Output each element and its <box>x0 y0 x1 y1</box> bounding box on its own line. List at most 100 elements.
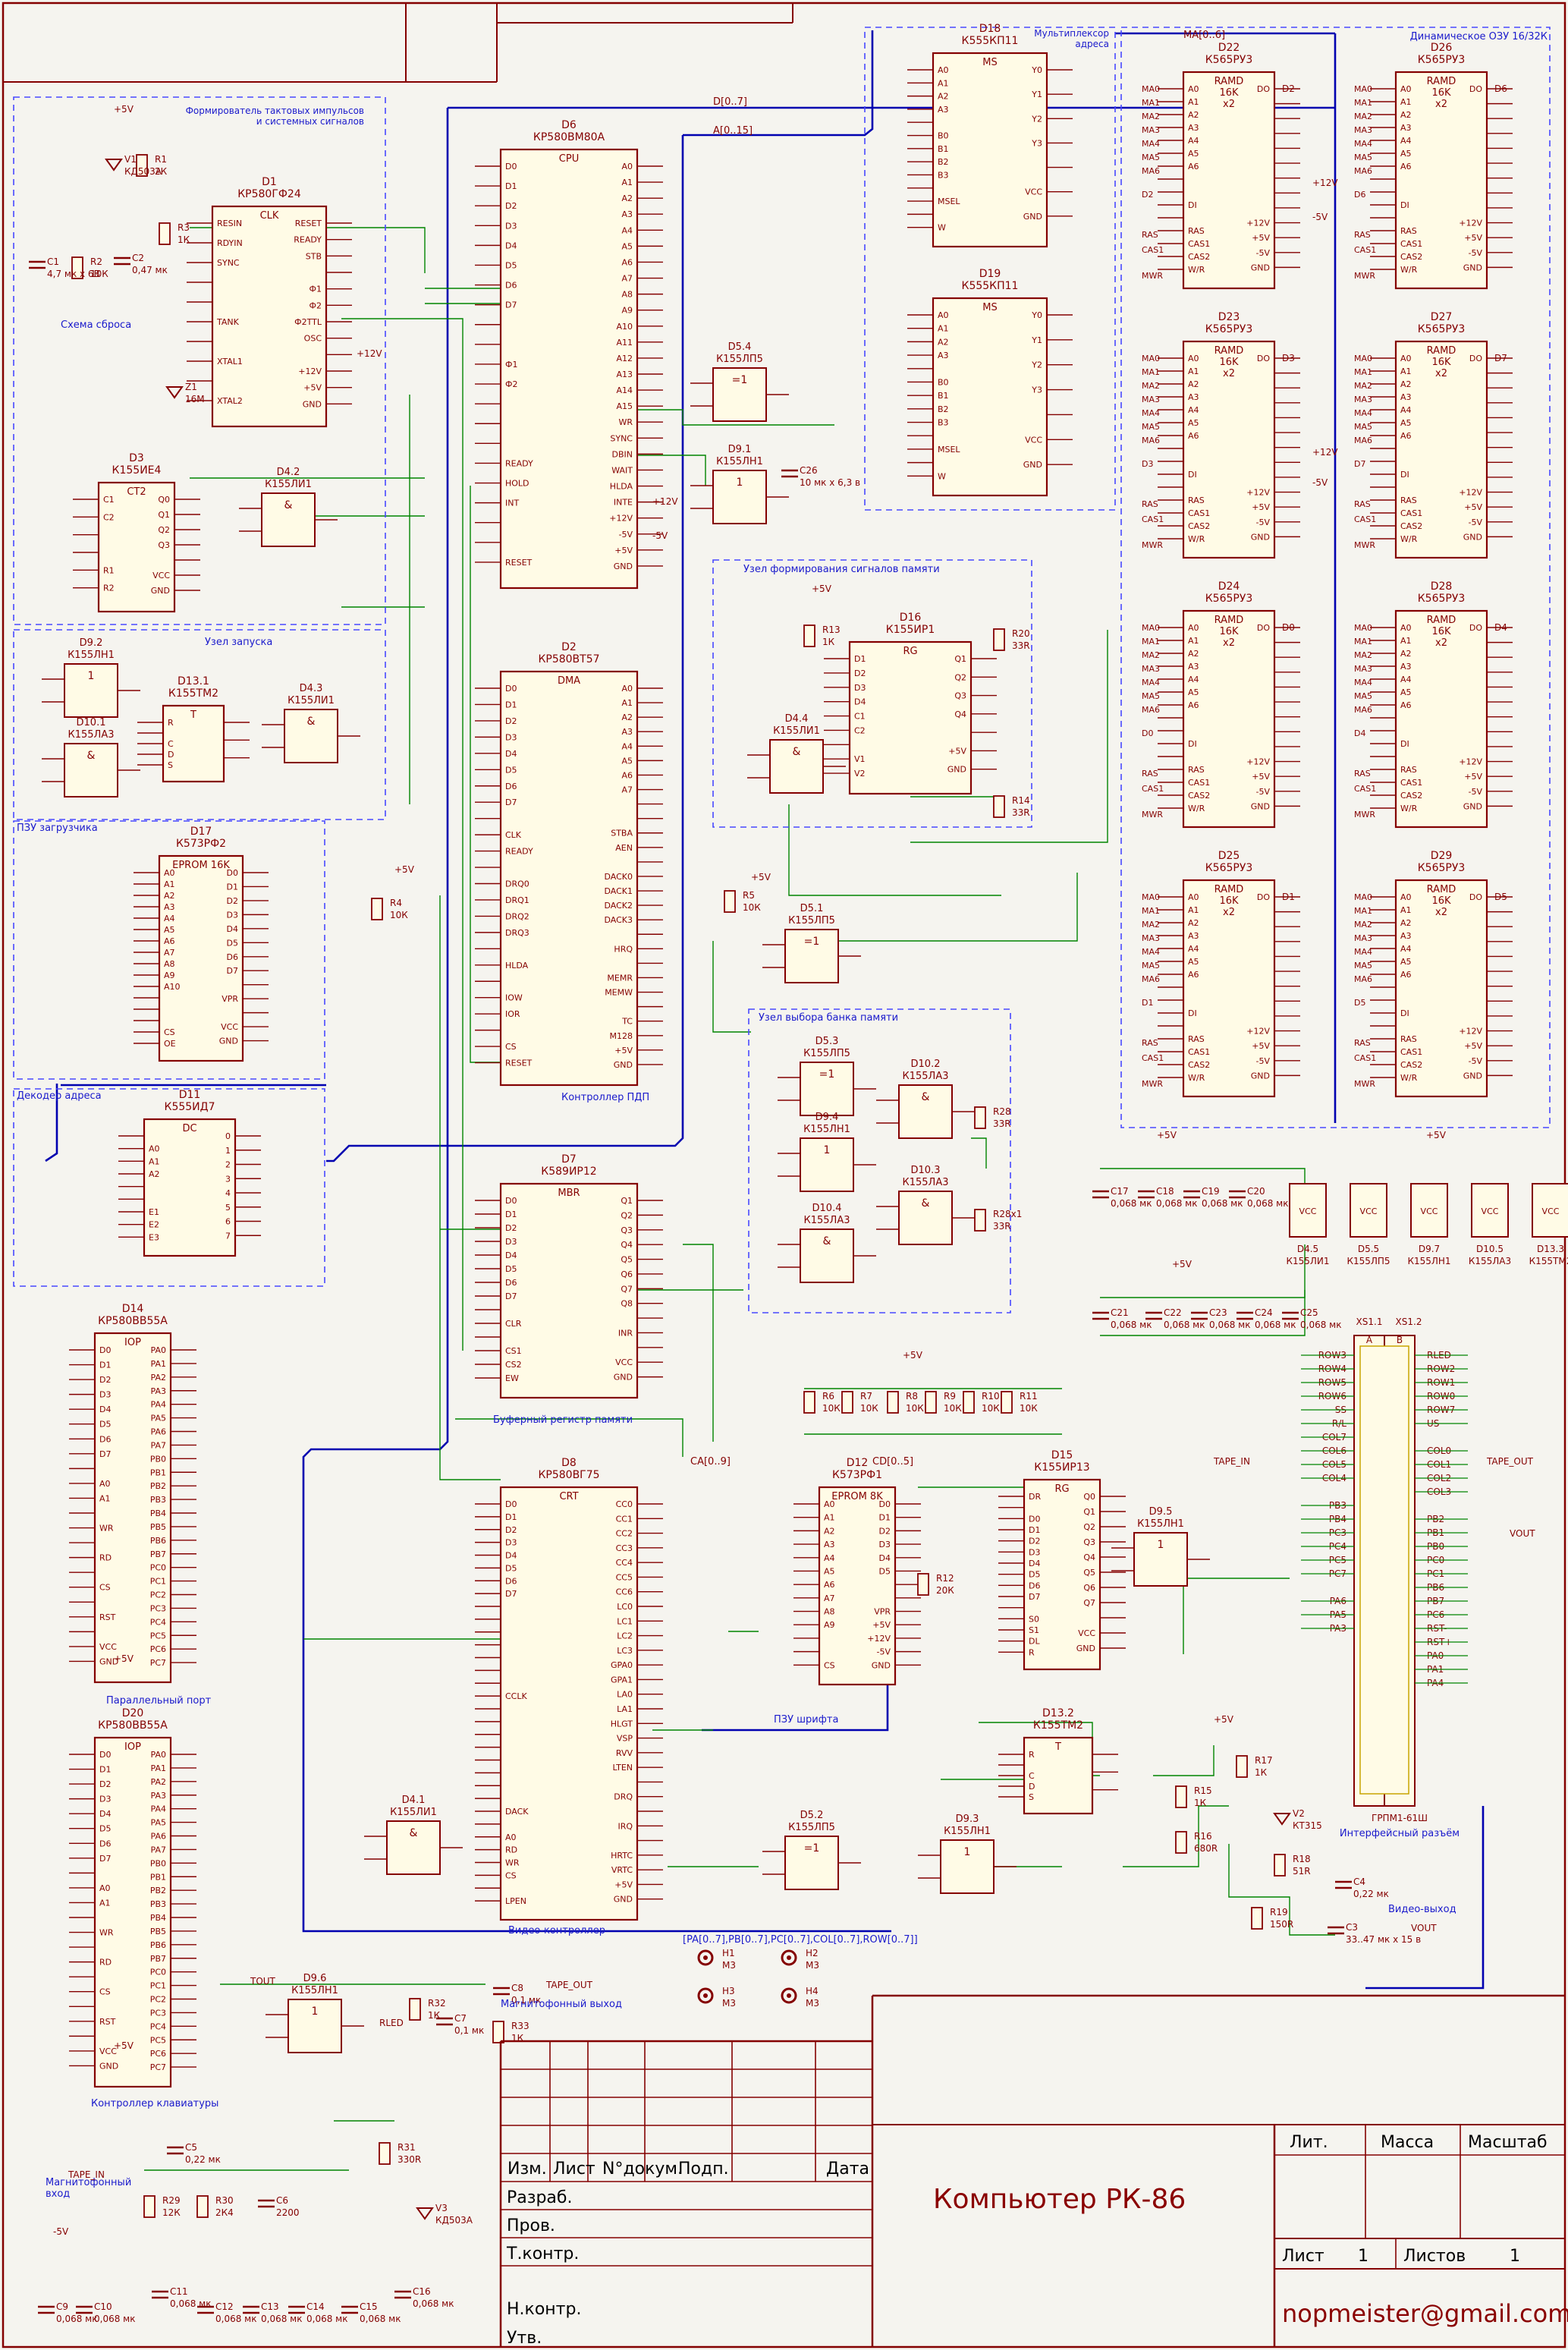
pin-name: A4 <box>621 225 633 235</box>
chip-ref: D23 <box>1218 311 1240 323</box>
group-clock-box <box>13 96 386 625</box>
pin-name: CCLK <box>505 1691 527 1701</box>
pin-name: RESET <box>505 1059 533 1068</box>
pin-name: +12V <box>1459 757 1482 767</box>
gate-symbol: 1 <box>312 2006 319 2018</box>
ram-ma-label: MA0 <box>1142 354 1160 363</box>
chip-tag: CLK <box>260 210 279 222</box>
pin-name: DO <box>1257 84 1270 94</box>
pin-name: GND <box>1463 263 1482 272</box>
wire-26 <box>1153 1745 1214 1776</box>
pin-name: HOLD <box>505 479 529 489</box>
pin-name: PC0 <box>150 1968 166 1977</box>
pin-name: PA4 <box>151 1400 166 1410</box>
hole-ref: H2 <box>806 1948 819 1958</box>
gate-type: К155ЛН1 <box>291 1985 338 1996</box>
pin-name: PB5 <box>150 1927 166 1936</box>
label-line: RAMD <box>1427 615 1456 626</box>
resistor-body <box>1175 1785 1187 1808</box>
caption-crt: Видео-контроллер <box>508 1925 605 1936</box>
passive-value: 10 мк х 6,3 в <box>800 477 860 488</box>
pin-name: PC7 <box>150 1658 166 1668</box>
pin-name: DACK3 <box>604 915 633 925</box>
pin-name: LPEN <box>505 1896 526 1906</box>
passive-value: 0,47 мк <box>132 265 168 275</box>
chip-body <box>499 670 639 1087</box>
pin-name: VCC <box>99 1642 117 1652</box>
label-line: 16K <box>1219 357 1239 368</box>
pin-name: +12V <box>1246 1027 1270 1037</box>
gate-ref: D5.3 <box>815 1036 839 1047</box>
passive-value: 33R <box>993 1118 1011 1129</box>
resistor-body <box>887 1391 899 1414</box>
pin-name: CC4 <box>616 1558 633 1568</box>
net-p12-2: +12V <box>1312 178 1338 188</box>
passive-value: 0,068 мк <box>56 2314 97 2324</box>
ram-data-bit: D7 <box>1494 353 1507 363</box>
chip-D6: D6КР580ВМ80АCPUD0D1D2D3D4D5D6D7Ф1Ф2READY… <box>475 119 663 590</box>
pin-name: CC3 <box>616 1543 633 1553</box>
pin-name: A3 <box>1400 123 1412 133</box>
passive-value: КТ315 <box>1293 1820 1322 1831</box>
pin-name: W/R <box>1188 534 1205 544</box>
passive-value: 1К <box>1255 1767 1268 1778</box>
pin-name: B1 <box>938 144 949 154</box>
pin-name: Ф2 <box>505 379 517 389</box>
pin-name: D1 <box>505 1210 517 1219</box>
pin-name: A2 <box>1188 649 1199 659</box>
ram-cas-label: CAS1 <box>1354 245 1376 255</box>
chip-body <box>932 297 1048 497</box>
chip-tag: CT2 <box>127 486 146 498</box>
chip-body <box>499 148 639 590</box>
passive-value: 2К <box>155 166 168 177</box>
chip-tag: MBR <box>558 1188 580 1199</box>
chip-type: К565РУ3 <box>1205 593 1253 605</box>
pin-name: A9 <box>621 306 633 316</box>
pin-name: A4 <box>824 1553 835 1563</box>
pin-name: A5 <box>1188 687 1199 697</box>
label-line: 16K <box>1431 895 1451 907</box>
pin-name: A5 <box>1188 418 1199 428</box>
pin-name: RAS <box>1188 226 1205 236</box>
pin-name: GND <box>99 2061 118 2071</box>
pin-name: S <box>1029 1792 1034 1802</box>
pin-name: DO <box>1257 623 1270 633</box>
pin-name: A6 <box>621 770 633 780</box>
passive-ref: R33 <box>511 2021 529 2031</box>
chip-D16: D16К155ИР1RGD1D2D3D4C1C2V1V2Q1Q2Q3Q4+5VG… <box>824 612 997 795</box>
pin-name: -5V <box>877 1647 891 1657</box>
passive-ref: C22 <box>1164 1307 1182 1318</box>
pin-name: GPA1 <box>611 1675 633 1685</box>
chip-ref: D11 <box>179 1089 201 1101</box>
chip-D14: D14КР580ВВ55АIOPD0D1D2D3D4D5D6D7A0A1WRRD… <box>69 1303 196 1684</box>
power-pin-label: VCC <box>1421 1206 1438 1216</box>
pin-name: -5V <box>1256 518 1271 527</box>
label-line: вход <box>46 2188 70 2200</box>
pin-name: STB <box>306 251 322 261</box>
ram-ma-label: MA5 <box>1142 153 1160 162</box>
pin-name: GND <box>1076 1644 1095 1653</box>
chip-ref: D19 <box>979 268 1001 280</box>
ram-ma-label: MA2 <box>1142 112 1160 121</box>
passive-value: 20К <box>936 1585 954 1596</box>
pin-name: VCC <box>221 1022 238 1032</box>
connector-type: ГРПМ1-61Ш <box>1372 1813 1428 1823</box>
pin-name: A3 <box>938 105 949 115</box>
net-p5-8: +5V <box>1214 1714 1234 1725</box>
pin-name: D4 <box>1029 1559 1040 1568</box>
pin-name: D4 <box>505 1251 517 1260</box>
gate-body <box>712 367 767 422</box>
tb-scale: Масштаб <box>1468 2133 1548 2152</box>
pin-name: +12V <box>609 514 633 524</box>
pin-name: A0 <box>99 1479 111 1489</box>
resistor-body <box>724 890 736 913</box>
chip-body <box>499 1486 639 1921</box>
